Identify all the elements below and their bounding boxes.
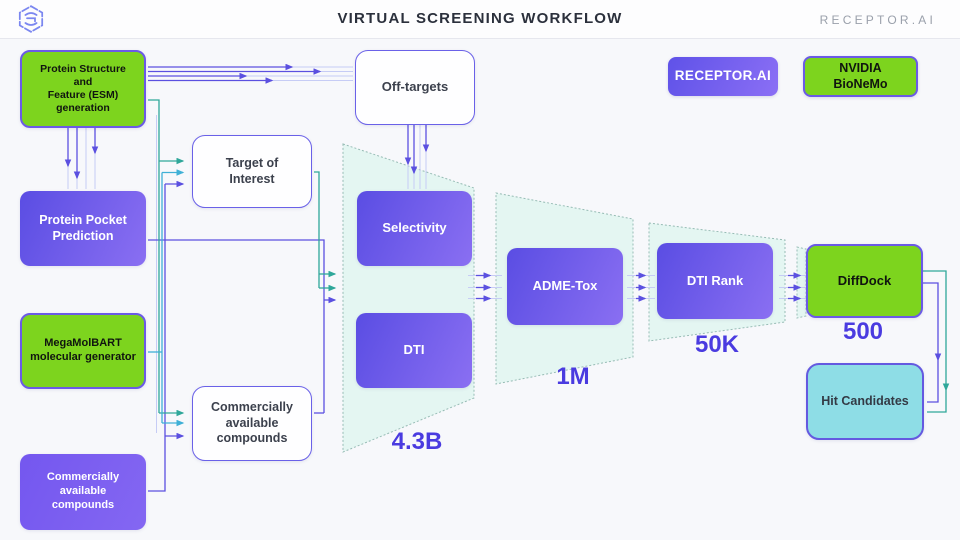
node-dti: DTI bbox=[356, 313, 472, 388]
count-stage3: 50K bbox=[694, 331, 740, 358]
node-hit-candidates: Hit Candidates bbox=[806, 363, 924, 440]
node-dti-rank: DTI Rank bbox=[657, 243, 773, 319]
node-protein-structure: Protein Structure and Feature (ESM) gene… bbox=[20, 50, 146, 128]
node-compounds-pool: Commercially available compounds bbox=[192, 386, 312, 461]
purple-wires bbox=[64, 63, 942, 492]
count-stage2: 1M bbox=[556, 363, 590, 390]
header-bar: VIRTUAL SCREENING WORKFLOW RECEPTOR.AI bbox=[0, 0, 960, 39]
receptor-ai-badge: RECEPTOR.AI bbox=[668, 57, 778, 96]
node-target-of-interest: Target of Interest bbox=[192, 135, 312, 208]
page-title: VIRTUAL SCREENING WORKFLOW bbox=[337, 10, 623, 27]
count-stage4: 500 bbox=[842, 318, 884, 345]
node-megamolbart: MegaMolBART molecular generator bbox=[20, 313, 146, 389]
node-diffdock: DiffDock bbox=[806, 244, 923, 318]
receptor-logo-icon bbox=[18, 5, 44, 33]
node-adme-tox: ADME-Tox bbox=[507, 248, 623, 325]
count-stage1: 4.3B bbox=[391, 428, 443, 455]
node-selectivity: Selectivity bbox=[357, 191, 472, 266]
teal-wires bbox=[148, 99, 950, 427]
node-compounds-source: Commercially available compounds bbox=[20, 454, 146, 530]
brand-wordmark: RECEPTOR.AI bbox=[819, 13, 936, 27]
node-off-targets: Off-targets bbox=[355, 50, 475, 125]
funnel-stage-4 bbox=[796, 246, 807, 319]
node-protein-pocket: Protein Pocket Prediction bbox=[20, 191, 146, 266]
nvidia-bionemo-badge: NVIDIA BioNeMo bbox=[803, 56, 918, 97]
